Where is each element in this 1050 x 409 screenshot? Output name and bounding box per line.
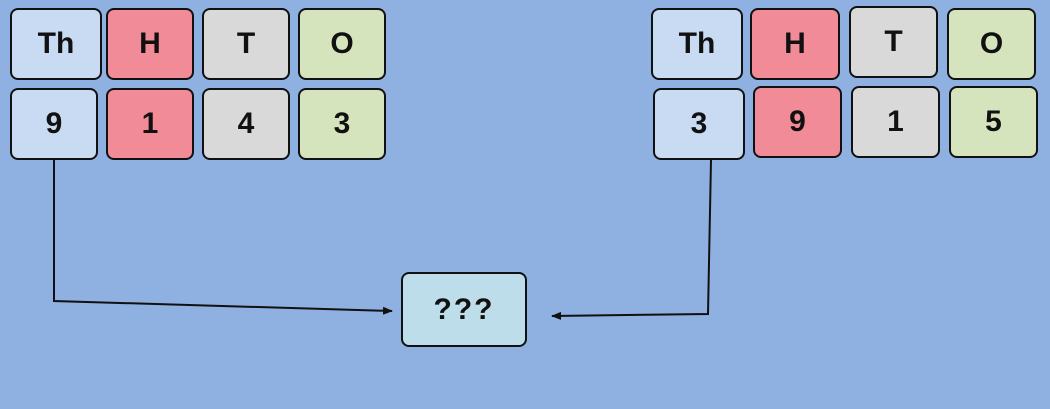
left-header-tens: T (202, 8, 290, 80)
right-header-hundreds: H (750, 8, 840, 80)
left-digit-hundreds: 1 (106, 88, 194, 160)
left-digit-thousands: 9 (10, 88, 98, 160)
right-digit-hundreds: 9 (753, 86, 842, 158)
left-header-hundreds: H (106, 8, 194, 80)
right-header-tens: T (849, 6, 938, 78)
left-header-ones: O (298, 8, 386, 80)
left-digit-tens: 4 (202, 88, 290, 160)
left-header-thousands: Th (10, 8, 102, 80)
right-digit-thousands: 3 (653, 88, 745, 160)
right-arrow (551, 159, 712, 320)
left-arrow (53, 160, 393, 315)
left-digit-ones: 3 (298, 88, 386, 160)
right-header-ones: O (947, 8, 1036, 80)
right-header-thousands: Th (651, 8, 743, 80)
right-digit-ones: 5 (949, 86, 1038, 158)
unknown-result-box: ??? (401, 272, 527, 347)
right-digit-tens: 1 (851, 86, 940, 158)
